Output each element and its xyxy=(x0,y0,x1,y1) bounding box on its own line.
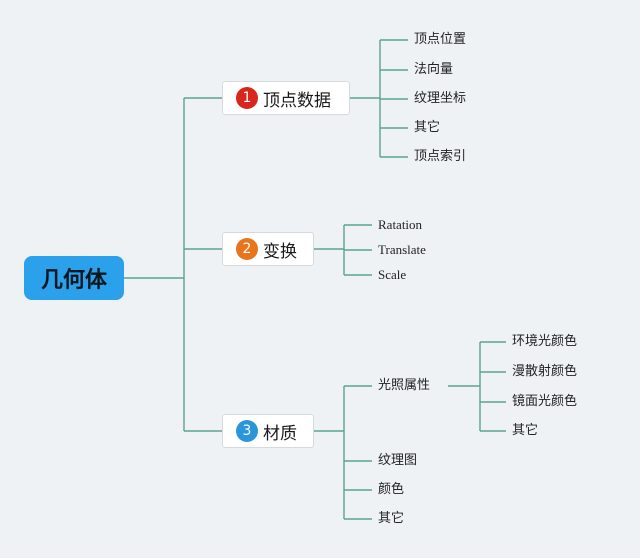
branch-label: 变换 xyxy=(263,241,297,262)
leaf-other-3[interactable]: 其它 xyxy=(378,511,405,526)
leaf-other-1[interactable]: 其它 xyxy=(414,120,441,135)
number-badge-3: 3 xyxy=(236,420,258,442)
branch-vertex-data[interactable]: 1 顶点数据 xyxy=(222,81,350,115)
leaf-vertex-position[interactable]: 顶点位置 xyxy=(414,32,467,47)
number-badge-1: 1 xyxy=(236,87,258,109)
branch-label: 材质 xyxy=(263,423,297,444)
leaf-color[interactable]: 颜色 xyxy=(378,482,405,497)
leaf-texcoord[interactable]: 纹理坐标 xyxy=(414,91,467,106)
leaf-diffuse[interactable]: 漫散射颜色 xyxy=(512,364,578,379)
leaf-ambient[interactable]: 环境光颜色 xyxy=(512,334,578,349)
leaf-scale[interactable]: Scale xyxy=(378,267,407,282)
leaf-vertex-index[interactable]: 顶点索引 xyxy=(414,149,467,164)
number-badge-2: 2 xyxy=(236,238,258,260)
branch-label: 顶点数据 xyxy=(263,90,331,111)
branch-transform[interactable]: 2 变换 xyxy=(222,232,314,266)
leaf-specular[interactable]: 镜面光颜色 xyxy=(512,394,578,409)
root-node[interactable]: 几何体 xyxy=(24,256,124,300)
leaf-translate[interactable]: Translate xyxy=(378,242,426,257)
leaf-normal[interactable]: 法向量 xyxy=(414,62,454,77)
leaf-lighting[interactable]: 光照属性 xyxy=(378,378,431,393)
leaf-texture[interactable]: 纹理图 xyxy=(378,453,418,468)
leaf-other-lighting[interactable]: 其它 xyxy=(512,423,539,438)
leaf-rotation[interactable]: Ratation xyxy=(378,217,423,232)
branch-material[interactable]: 3 材质 xyxy=(222,414,314,448)
